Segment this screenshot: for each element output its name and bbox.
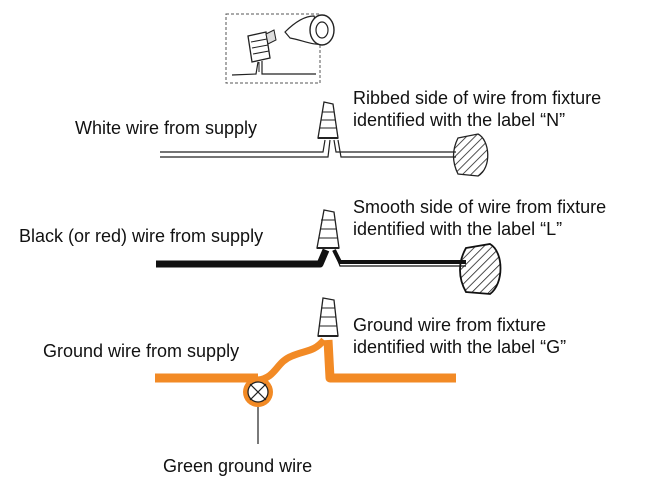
inset-wire-nut-icon	[231, 29, 316, 76]
wire-nut-icon	[317, 101, 339, 139]
ground-fixture-label-line1: Ground wire from fixture	[353, 315, 547, 335]
ground-supply-label: Ground wire from supply	[43, 341, 240, 361]
ground-screw-icon	[247, 381, 269, 403]
ground-fixture-wire	[323, 339, 456, 383]
line-row	[156, 209, 502, 295]
black-fixture-wire	[332, 249, 466, 264]
white-supply-wire	[160, 139, 331, 158]
inset-illustration	[225, 13, 335, 84]
neutral-fixture-label-line2: identified with the label “N”	[353, 110, 566, 130]
ground-fixture-label: Ground wire from fixture identified with…	[353, 314, 566, 358]
white-fixture-wire	[333, 139, 456, 158]
ribbed-wire-end-icon	[452, 133, 489, 177]
green-ground-label: Green ground wire	[163, 456, 313, 476]
line-fixture-label: Smooth side of wire from fixture identif…	[353, 196, 606, 240]
ground-fixture-label-line2: identified with the label “G”	[353, 337, 567, 357]
white-supply-label: White wire from supply	[75, 118, 258, 138]
neutral-fixture-label: Ribbed side of wire from fixture identif…	[353, 87, 601, 131]
neutral-fixture-label-line1: Ribbed side of wire from fixture	[353, 88, 602, 108]
inset-border	[225, 13, 321, 84]
ground-row	[155, 297, 456, 444]
electrical-tape-icon	[284, 14, 335, 46]
line-fixture-label-line2: identified with the label “L”	[353, 219, 563, 239]
wire-nut-icon	[317, 297, 339, 337]
ground-jumper-wire	[257, 337, 327, 384]
black-supply-wire	[156, 248, 330, 268]
line-fixture-label-line1: Smooth side of wire from fixture	[353, 197, 607, 217]
wire-nut-icon	[316, 209, 340, 249]
neutral-row	[160, 101, 489, 177]
black-supply-label: Black (or red) wire from supply	[19, 226, 264, 246]
smooth-wire-end-icon	[459, 243, 502, 295]
